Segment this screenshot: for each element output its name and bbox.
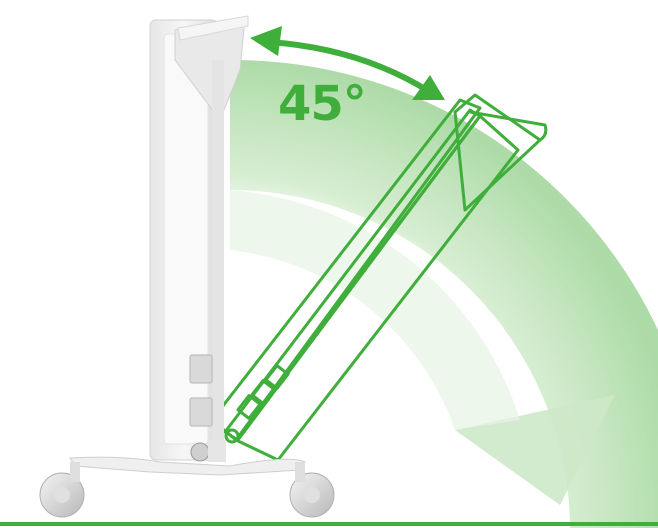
control-switch-2 [190,398,212,426]
angle-label: 45° [278,80,366,128]
heater-feet [40,457,334,517]
thermostat-knob [191,443,209,461]
control-switch-1 [190,355,212,383]
